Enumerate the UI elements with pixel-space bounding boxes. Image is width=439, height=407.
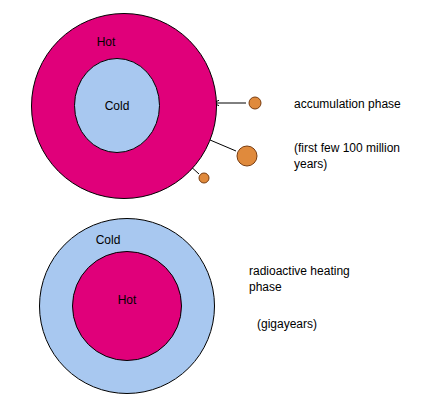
phase-note: radioactive heating phase: [249, 263, 354, 295]
hot-core: Hot: [72, 251, 182, 361]
cold-outer-layer: ColdHot: [39, 218, 215, 394]
impactor: [237, 146, 257, 166]
layer-label: Cold: [96, 233, 121, 247]
impact-arrow: [213, 103, 246, 104]
phase-note: (first few 100 million years): [294, 140, 404, 172]
phase-note: accumulation phase: [294, 96, 401, 112]
impactor: [199, 173, 209, 183]
hot-outer-layer: HotCold: [31, 13, 217, 199]
cold-core: Cold: [74, 58, 160, 153]
layer-label: Hot: [118, 293, 137, 307]
layer-label: Hot: [97, 35, 116, 49]
layer-label: Cold: [105, 99, 130, 113]
impactor: [249, 97, 261, 109]
phase-note: (gigayears): [257, 316, 317, 332]
